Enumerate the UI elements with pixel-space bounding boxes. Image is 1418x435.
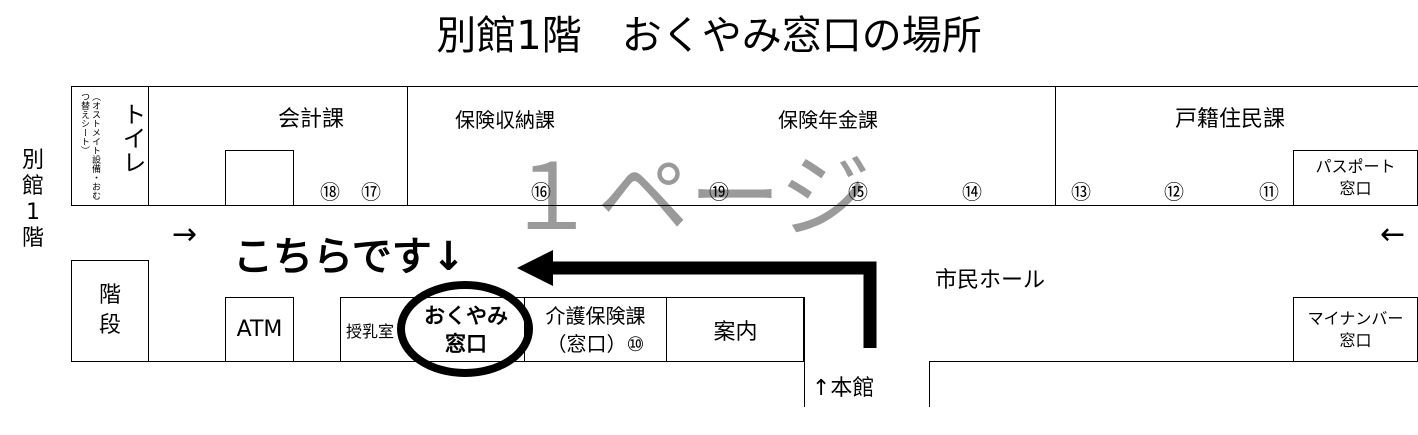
window-number: ⑲	[709, 180, 729, 204]
window-number: ⑱	[320, 180, 340, 204]
north-block-left-edge	[71, 86, 72, 206]
window-number: ⑯	[531, 180, 551, 204]
here-pointer-text: こちらです↓	[233, 234, 466, 280]
stairs-label: 階 段	[98, 283, 121, 338]
kaikei-section-label: 会計課	[278, 107, 345, 132]
north-block-top-edge	[71, 86, 1418, 87]
passport-window: パスポート 窓口	[1293, 150, 1418, 206]
north-block-bottom-edge	[71, 205, 1418, 206]
window-number: ⑫	[1164, 180, 1184, 204]
mynumber-window-label: マイナンバー 窓口	[1307, 308, 1404, 350]
information-desk: 案内	[667, 297, 804, 362]
hoken-nenkin-section-label: 保険年金課	[778, 108, 878, 132]
hoken-shuno-section-label: 保険収納課	[455, 108, 555, 132]
passport-window-label: パスポート 窓口	[1315, 157, 1396, 198]
page-watermark: １ページ	[505, 144, 872, 251]
kaigo-window: 介護保険課 （窓口）⑩	[525, 297, 666, 362]
window-number: ⑮	[848, 180, 868, 204]
building-floor-label: 別 館 1 階	[21, 148, 44, 251]
arrow-right-icon: →	[172, 217, 198, 252]
kaikei-divider	[407, 86, 408, 206]
route-arrowhead-icon	[517, 250, 553, 286]
okuyami-window: おくやみ 窓口	[408, 297, 524, 362]
nenkin-divider	[1055, 86, 1056, 206]
citizens-hall-label: 市民ホール	[935, 268, 1046, 293]
toilet-label: トイレ	[118, 102, 146, 174]
atm-label: ATM	[236, 317, 283, 342]
main-building-direction: ↑本館	[812, 376, 875, 401]
nursing-room-label: 授乳室	[346, 322, 395, 341]
information-desk-label: 案内	[713, 319, 758, 345]
window-number: ⑪	[1259, 180, 1279, 204]
window-number: ⑬	[1071, 180, 1091, 204]
atm-booth: ATM	[225, 297, 294, 362]
toilet-note: （オストメイト設備・おむつ替えシート）	[79, 92, 100, 200]
koseki-section-label: 戸籍住民課	[1175, 107, 1286, 132]
page-title: 別館1階 おくやみ窓口の場所	[436, 13, 982, 59]
mynumber-window: マイナンバー 窓口	[1293, 297, 1418, 362]
stairs: 階 段	[71, 260, 149, 362]
kaigo-window-label: 介護保険課 （窓口）⑩	[545, 303, 646, 356]
arrow-left-icon: ←	[1380, 217, 1406, 252]
corridor-right-wall	[929, 361, 930, 407]
corridor-left-wall	[804, 297, 805, 407]
toilet-room: トイレ （オストメイト設備・おむつ替えシート）	[72, 88, 148, 204]
window-number: ⑰	[361, 180, 381, 204]
toilet-divider	[148, 86, 149, 206]
okuyami-window-label: おくやみ 窓口	[424, 303, 508, 356]
hall-bottom-edge	[929, 361, 1418, 362]
kaikei-counter	[225, 150, 294, 206]
window-number: ⑭	[962, 180, 982, 204]
